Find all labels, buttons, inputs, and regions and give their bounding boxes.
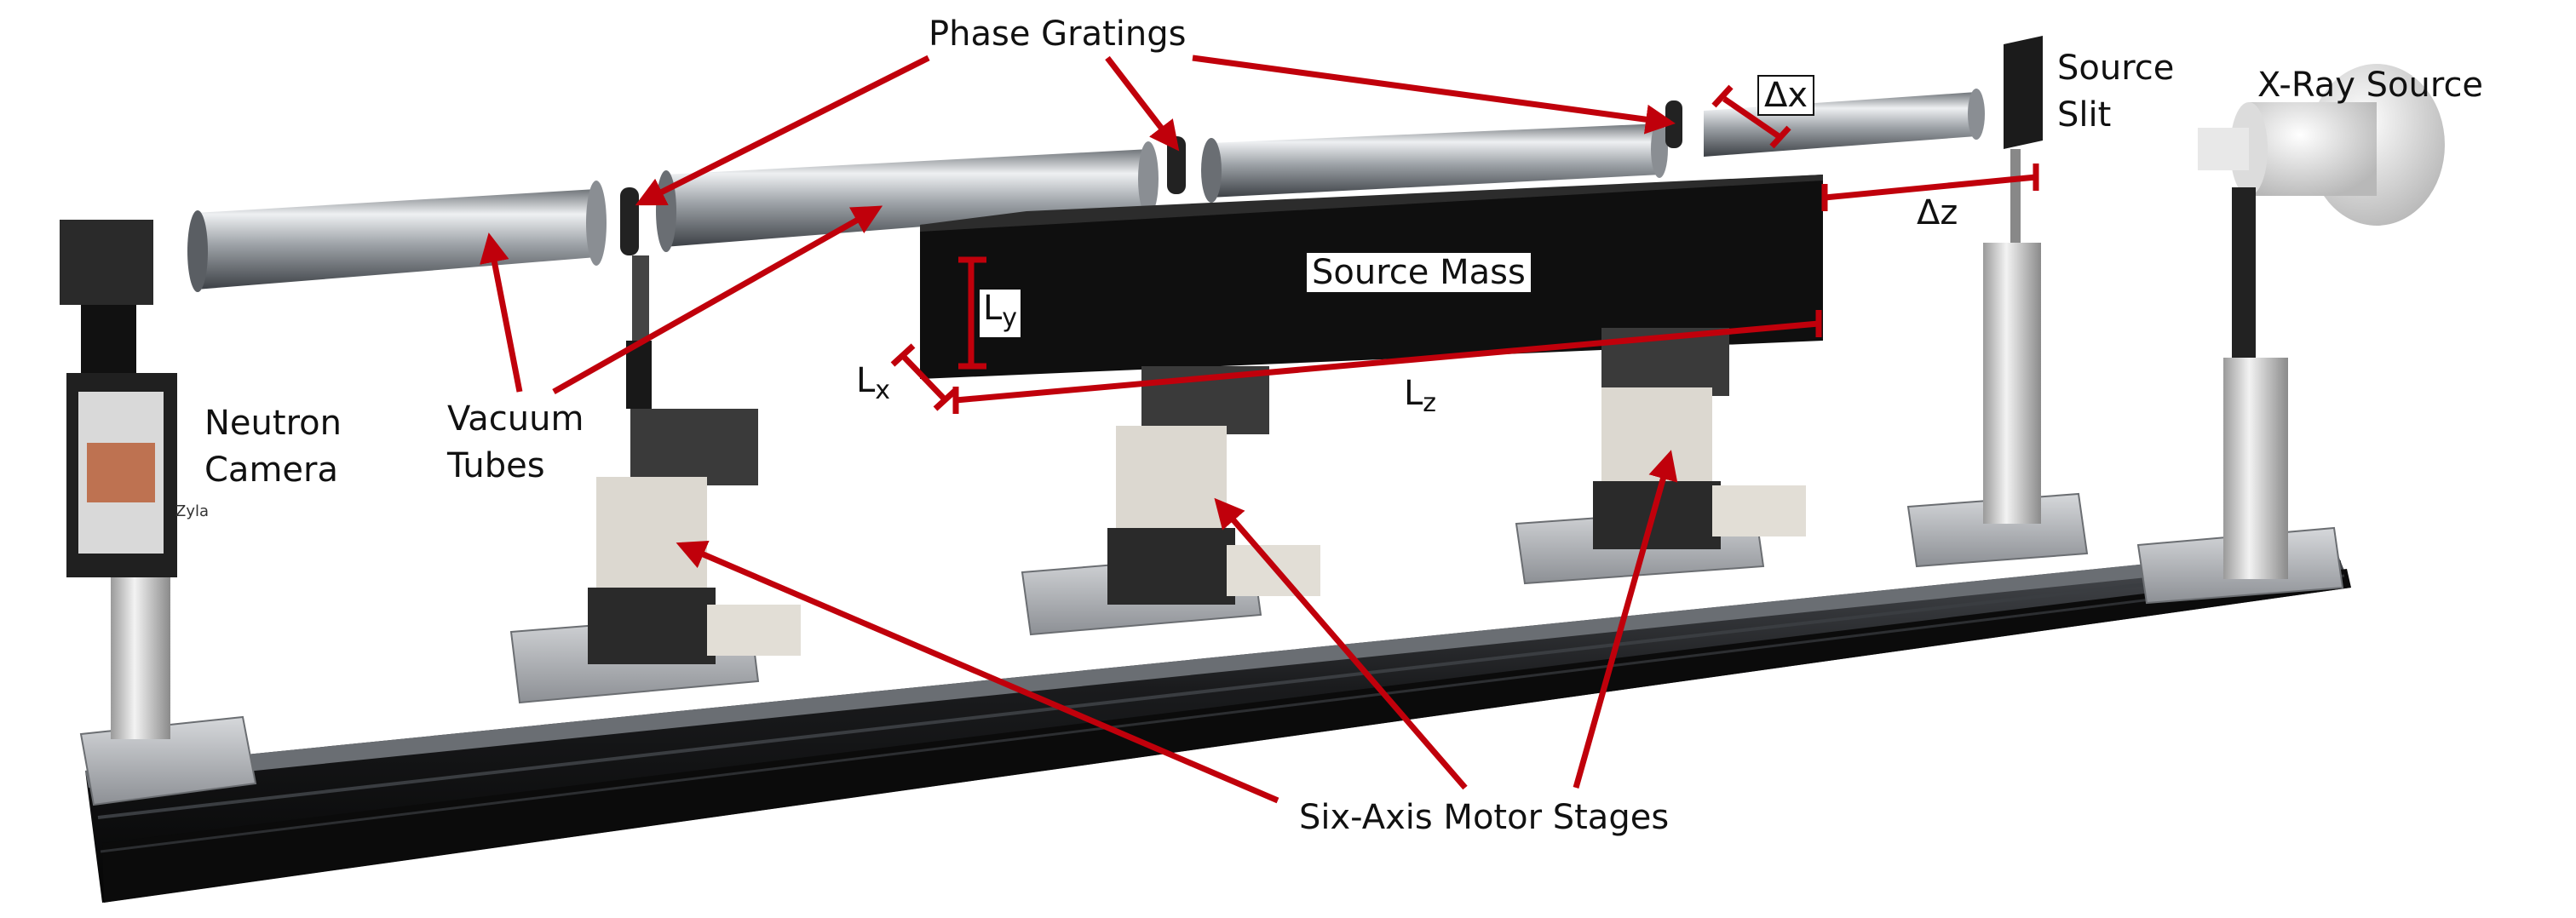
ly-dimension: [958, 256, 986, 370]
xray-source-label: X-Ray Source: [2257, 66, 2484, 105]
vacuum-tubes-label-line2: Tubes: [447, 446, 545, 485]
ly-label: Ly: [980, 290, 1021, 337]
motor-stage-3: [1593, 328, 1806, 549]
lx-base: L: [856, 361, 876, 400]
vacuum-tubes-label-line1: Vacuum: [447, 399, 584, 439]
lz-dimension: [952, 310, 1822, 414]
lx-label: Lx: [856, 362, 890, 410]
arrow-tubes-1: [480, 232, 523, 393]
arrow-stages-3: [1573, 450, 1678, 789]
optical-rail: [85, 545, 2351, 903]
neutron-camera-label-line1: Neutron: [204, 404, 342, 443]
lz-sub: z: [1423, 388, 1437, 418]
arrow-gratings-2: [1105, 55, 1180, 152]
motor-stage-2: [1107, 366, 1320, 605]
arrow-gratings-3: [1192, 55, 1676, 135]
phase-grating-1: [620, 187, 649, 341]
source-slit-label-line2: Slit: [2057, 95, 2112, 135]
phase-gratings-label: Phase Gratings: [929, 14, 1187, 54]
lz-base: L: [1404, 374, 1423, 413]
lx-dimension: [890, 343, 958, 411]
arrow-stages-2: [1214, 497, 1468, 790]
dimension-markers: [890, 84, 2039, 414]
source-mass-label: Source Mass: [1305, 251, 1532, 294]
ly-base: L: [983, 289, 1003, 328]
delta-x-label: Δx: [1757, 75, 1815, 116]
camera-brand-label: Zyla: [175, 502, 210, 520]
motor-stage-1: [588, 341, 801, 664]
source-slit-label-line1: Source: [2057, 49, 2175, 88]
motor-stages-label: Six-Axis Motor Stages: [1299, 798, 1670, 837]
vacuum-tube-1: [187, 181, 607, 292]
arrow-stages-1: [676, 540, 1279, 804]
vacuum-tube-3: [1201, 120, 1668, 203]
ly-sub: y: [1002, 303, 1018, 333]
dx-dimension: [1711, 84, 1791, 149]
neutron-camera: [60, 220, 177, 739]
lz-label: Lz: [1404, 375, 1436, 422]
delta-z-label: Δz: [1917, 193, 1958, 232]
lx-sub: x: [875, 376, 891, 405]
arrow-tubes-2: [552, 205, 883, 395]
xray-source: [2198, 64, 2445, 579]
neutron-camera-label-line2: Camera: [204, 450, 338, 490]
vacuum-tube-4: [1704, 89, 1985, 157]
source-slit: [1983, 36, 2043, 524]
arrow-gratings-1: [635, 55, 930, 206]
dz-dimension: [1821, 164, 2039, 211]
annotation-arrows: [480, 55, 1678, 804]
